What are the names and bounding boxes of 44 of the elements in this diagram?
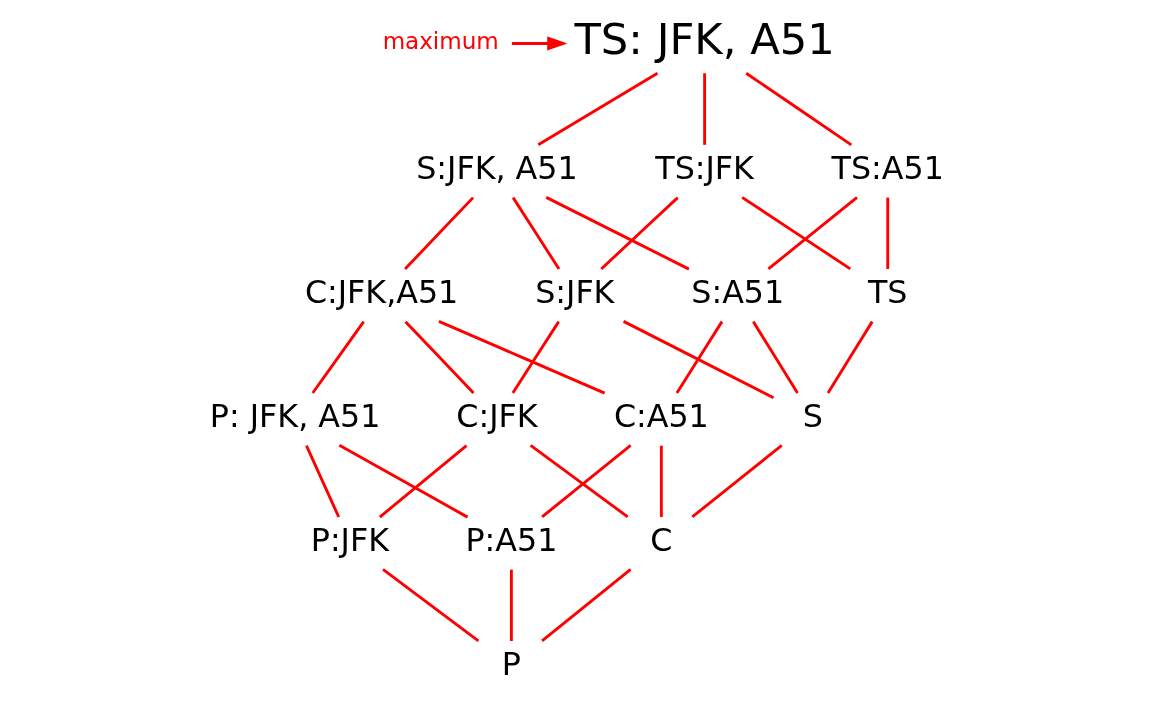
connector: [752, 320, 799, 394]
connector: [886, 197, 890, 269]
connector: [404, 320, 475, 394]
connector: [511, 320, 560, 394]
node-text: C:A51: [613, 398, 709, 435]
connector: [404, 196, 475, 270]
node-text: TS: [867, 274, 908, 311]
node-text: S:JFK: [535, 274, 615, 311]
connector: [537, 72, 659, 147]
node-text: TS:A51: [831, 150, 944, 187]
connector: [745, 72, 853, 147]
node-text: P:A51: [465, 522, 558, 559]
connector: [378, 444, 468, 519]
connector: [691, 444, 783, 519]
node-text: TS: JFK, A51: [574, 14, 835, 65]
node-text: S: [802, 398, 823, 435]
node-text: C:JFK,A51: [304, 274, 459, 311]
node-text: S:JFK, A51: [416, 150, 578, 187]
node-text: C:JFK: [456, 398, 538, 435]
connector: [311, 320, 365, 394]
connector: [741, 196, 852, 271]
connector: [305, 445, 341, 518]
connector: [600, 196, 679, 271]
node-text: P: [501, 646, 521, 683]
connector: [511, 196, 561, 270]
node-text: P: JFK, A51: [209, 398, 381, 435]
connector: [675, 320, 724, 394]
connector: [826, 320, 874, 394]
node-text: TS:JFK: [655, 150, 754, 187]
connector: [767, 196, 858, 270]
node-text: C: [650, 522, 673, 559]
connector: [545, 196, 690, 271]
connector: [509, 569, 513, 641]
connector: [338, 444, 469, 519]
node-text: maximum: [382, 27, 499, 54]
connector: [438, 320, 606, 395]
node-text: P:JFK: [310, 522, 389, 559]
connector: [659, 445, 663, 517]
connector: [622, 320, 775, 399]
connector: [541, 568, 632, 643]
arrow: [511, 36, 568, 51]
connector: [703, 73, 707, 145]
node-text: S:A51: [691, 274, 785, 311]
connector: [382, 568, 480, 643]
